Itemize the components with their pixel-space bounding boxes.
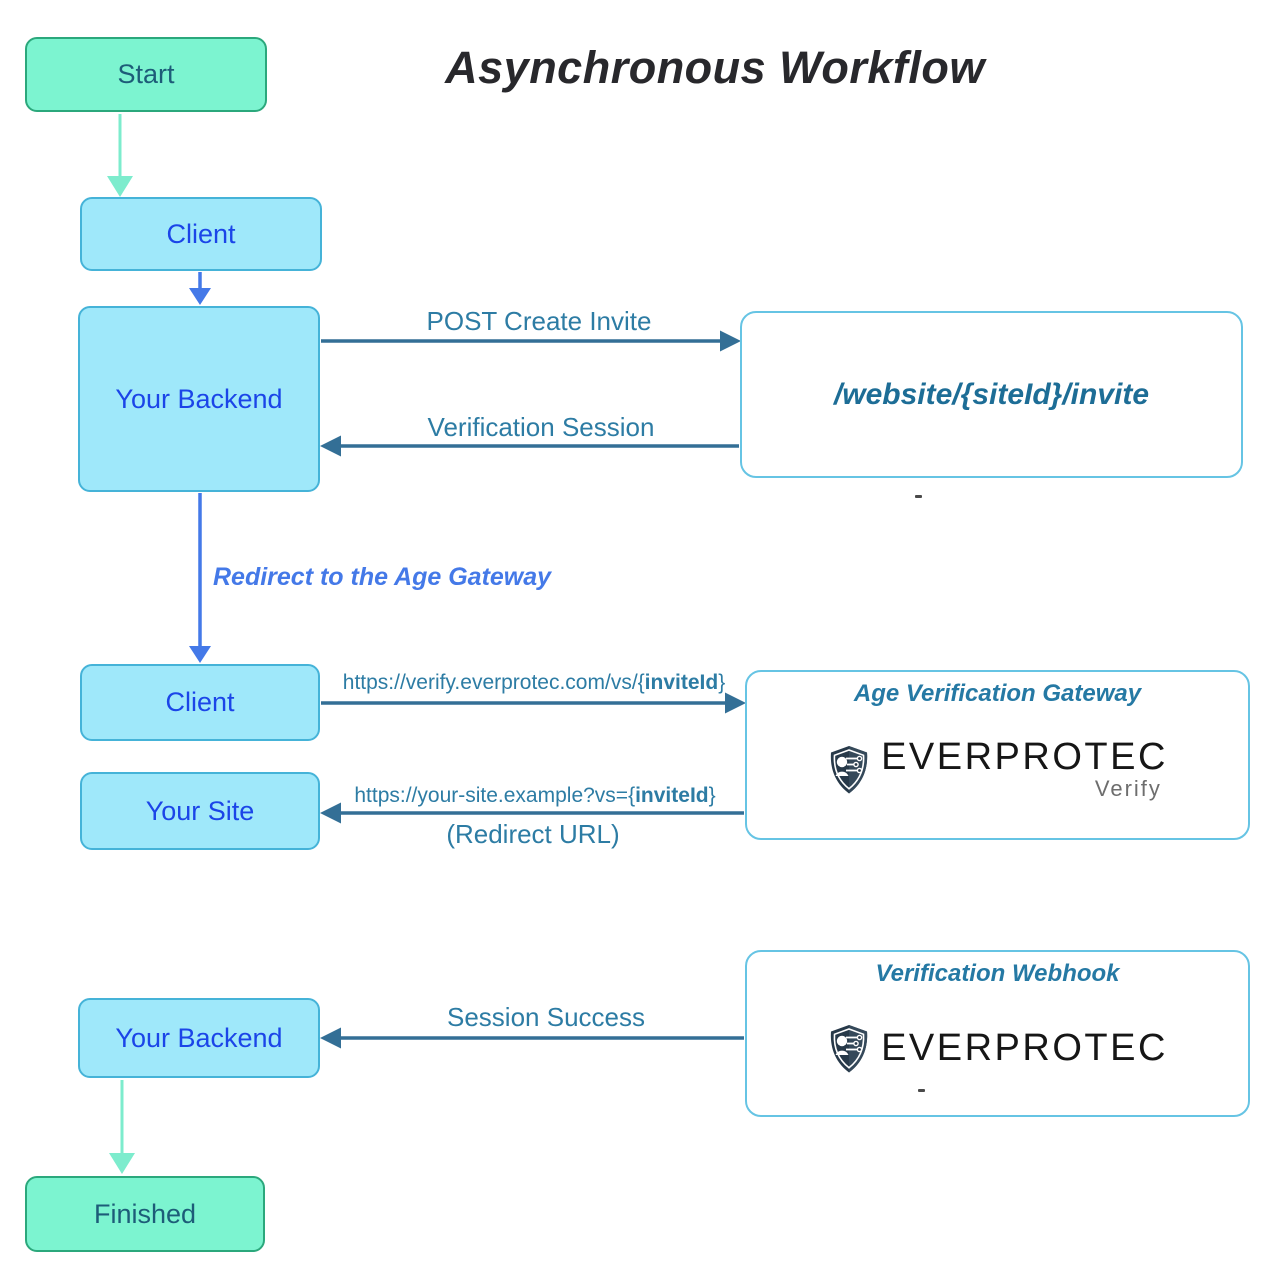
everprotec-shield-icon [830,1024,868,1072]
node-your-backend-top: Your Backend [78,306,320,492]
page-title: Asynchronous Workflow [445,42,985,93]
node-your-backend-top-label: Your Backend [115,383,283,414]
arrow-verify-url [321,692,746,714]
node-finished-label: Finished [93,1198,197,1229]
label-return-url-inviteid: inviteId [635,784,709,807]
label-session-success: Session Success [447,1002,645,1032]
node-your-site: Your Site [80,772,320,850]
label-verification-session: Verification Session [427,412,655,442]
label-verify-url-prefix: https://verify.everprotec.com/vs/{ [342,671,645,694]
everprotec-logo: EVERPROTEC Verify [827,702,1168,838]
label-redirect-url-note: (Redirect URL) [446,819,620,849]
everprotec-shield-icon [830,746,868,794]
everprotec-verify-label: Verify [1094,775,1162,801]
everprotec-wordmark-block: EVERPROTEC [881,1026,1168,1069]
webhook-title: Verification Webhook [875,960,1120,987]
panel-invite-endpoint: /website/{siteId}/invite [740,311,1243,478]
node-your-backend-bottom-label: Your Backend [115,1022,283,1053]
node-client-top: Client [80,197,322,271]
everprotec-wordmark-block: EVERPROTEC Verify [881,736,1168,802]
node-client-mid-label: Client [165,687,235,717]
label-return-url-suffix: } [708,784,716,807]
node-client-mid: Client [80,664,320,741]
node-start: Start [25,37,267,112]
node-your-site-label: Your Site [145,795,255,826]
node-finished: Finished [25,1176,265,1252]
panel-verification-webhook: Verification Webhook EVERPROTEC [745,950,1250,1117]
node-client-top-label: Client [166,218,236,249]
stray-mark [915,495,922,498]
label-verify-url-inviteid: inviteId [644,671,719,694]
panel-age-verification-gateway: Age Verification Gateway EVERPROTEC Veri… [745,670,1250,840]
node-your-backend-bottom: Your Backend [78,998,320,1078]
arrow-client-to-backend [189,272,211,305]
label-post-create-invite: POST Create Invite [426,306,652,336]
label-redirect-to-gateway: Redirect to the Age Gateway [213,563,552,591]
label-verify-url-suffix: } [718,671,726,694]
arrow-backend-to-finished [109,1080,135,1174]
everprotec-wordmark: EVERPROTEC [881,1026,1168,1069]
everprotec-logo: EVERPROTEC [827,982,1168,1115]
label-return-url: https://your-site.example?vs={inviteId} [325,784,745,808]
stray-mark [918,1089,925,1092]
gateway-title: Age Verification Gateway [853,680,1142,707]
node-start-label: Start [117,59,175,89]
label-return-url-prefix: https://your-site.example?vs={ [354,784,636,807]
everprotec-wordmark: EVERPROTEC [881,736,1168,779]
label-verify-url: https://verify.everprotec.com/vs/{invite… [322,671,746,695]
arrow-redirect-to-gateway [189,493,211,663]
arrow-start-to-client [107,114,133,197]
invite-endpoint-path: /website/{siteId}/invite [833,377,1150,411]
